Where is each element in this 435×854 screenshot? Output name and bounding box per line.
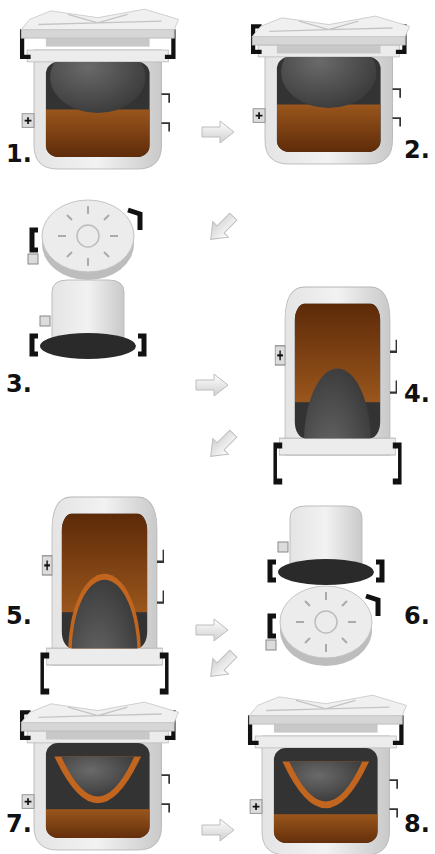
step-number: 8. [404,812,430,836]
step-number: 2. [404,138,430,162]
vessel-closed [252,16,409,164]
lid-parts [28,200,144,359]
vessel-with-cup-open [249,695,406,854]
step-number: 3. [6,372,32,396]
step-number: 1. [6,142,32,166]
vessel-inverted [275,287,400,517]
vessel-inverted-coated [42,497,167,732]
step-number: 6. [404,604,430,628]
lid-parts [266,506,382,666]
step-number: 4. [404,382,430,406]
vessel-open [21,9,178,169]
vessel-with-cup [21,702,178,850]
step-number: 5. [6,604,32,628]
step-number: 7. [6,812,32,836]
flow-arrows [196,121,241,841]
